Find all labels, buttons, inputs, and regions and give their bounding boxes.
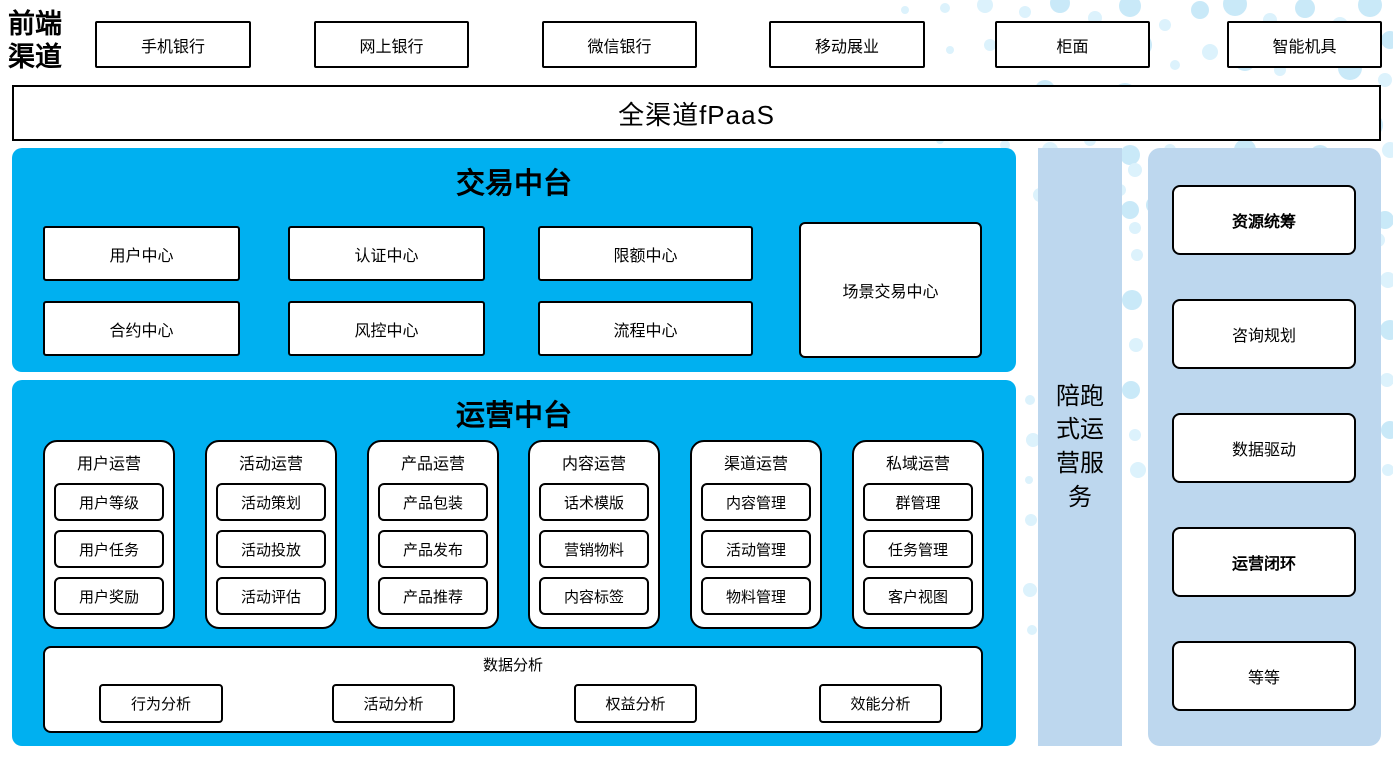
fpaas-label: 全渠道fPaaS [618, 99, 775, 130]
service-label: 数据驱动 [1231, 442, 1296, 459]
service-label: 等等 [1247, 670, 1280, 687]
group-item: 营销物料 [539, 530, 649, 568]
group-item: 活动管理 [701, 530, 811, 568]
service-items-panel: 资源统筹 咨询规划 数据驱动 运营闭环 等等 [1148, 148, 1381, 746]
group-item: 话术模版 [539, 483, 649, 521]
center-label: 风控中心 [354, 322, 419, 340]
group-title: 活动运营 [238, 456, 303, 473]
group-item: 产品发布 [378, 530, 488, 568]
channel-box-online-banking: 网上银行 [314, 21, 469, 68]
group-item: 用户等级 [54, 483, 164, 521]
group-item: 用户奖励 [54, 577, 164, 615]
channel-box-mobile-banking: 手机银行 [95, 21, 251, 68]
group-item: 物料管理 [701, 577, 811, 615]
channel-label: 网上银行 [359, 38, 424, 56]
center-box-process: 流程中心 [538, 301, 753, 356]
trade-platform-title: 交易中台 [455, 168, 572, 200]
operation-platform-panel: 运营中台 用户运营 用户等级 用户任务 用户奖励 活动运营 活动策划 活动投放 … [12, 380, 1016, 746]
center-box-contract: 合约中心 [43, 301, 240, 356]
group-item: 活动评估 [216, 577, 326, 615]
group-title: 用户运营 [76, 456, 141, 473]
group-item: 产品推荐 [378, 577, 488, 615]
center-box-limit: 限额中心 [538, 226, 753, 281]
group-item: 用户任务 [54, 530, 164, 568]
center-box-auth: 认证中心 [288, 226, 485, 281]
channel-label: 智能机具 [1272, 38, 1337, 56]
channel-label: 手机银行 [140, 38, 205, 56]
analysis-label: 权益分析 [605, 696, 666, 713]
group-item: 活动投放 [216, 530, 326, 568]
service-box-etc: 等等 [1172, 641, 1356, 711]
group-channel-operation: 渠道运营 内容管理 活动管理 物料管理 [690, 440, 822, 629]
service-label: 资源统筹 [1231, 214, 1296, 231]
operation-platform-title: 运营中台 [455, 400, 572, 432]
service-box-closed-loop: 运营闭环 [1172, 527, 1356, 597]
group-item: 群管理 [863, 483, 973, 521]
group-item: 任务管理 [863, 530, 973, 568]
analysis-box-activity: 活动分析 [332, 684, 455, 723]
group-product-operation: 产品运营 产品包装 产品发布 产品推荐 [367, 440, 499, 629]
fpaas-bar: 全渠道fPaaS [12, 85, 1381, 141]
group-item: 活动策划 [216, 483, 326, 521]
group-title: 渠道运营 [723, 456, 788, 473]
group-private-domain-operation: 私域运营 群管理 任务管理 客户视图 [852, 440, 984, 629]
channel-label: 柜面 [1056, 38, 1089, 56]
trade-platform-panel: 交易中台 用户中心 认证中心 限额中心 合约中心 风控中心 流程中心 场景交易中… [12, 148, 1016, 372]
analysis-box-behavior: 行为分析 [99, 684, 223, 723]
group-user-operation: 用户运营 用户等级 用户任务 用户奖励 [43, 440, 175, 629]
data-analysis-title: 数据分析 [482, 657, 543, 674]
analysis-label: 行为分析 [130, 696, 191, 713]
service-label: 运营闭环 [1231, 556, 1296, 573]
group-item: 客户视图 [863, 577, 973, 615]
group-item: 内容管理 [701, 483, 811, 521]
center-label: 场景交易中心 [842, 284, 939, 301]
center-box-risk: 风控中心 [288, 301, 485, 356]
channel-box-wechat-banking: 微信银行 [542, 21, 697, 68]
data-analysis-bar: 数据分析 行为分析 活动分析 权益分析 效能分析 [43, 646, 983, 733]
channel-label: 移动展业 [814, 38, 879, 56]
center-box-scene-trade: 场景交易中心 [799, 222, 982, 358]
channel-box-mobile-sales: 移动展业 [769, 21, 925, 68]
service-box-consulting: 咨询规划 [1172, 299, 1356, 369]
group-title: 内容运营 [561, 456, 626, 473]
analysis-label: 效能分析 [850, 696, 911, 713]
analysis-box-efficiency: 效能分析 [819, 684, 942, 723]
group-content-operation: 内容运营 话术模版 营销物料 内容标签 [528, 440, 660, 629]
channel-box-counter: 柜面 [995, 21, 1150, 68]
group-activity-operation: 活动运营 活动策划 活动投放 活动评估 [205, 440, 337, 629]
companion-service-bar: 陪跑式运营服务 [1038, 148, 1122, 746]
group-title: 私域运营 [885, 456, 950, 473]
group-item: 内容标签 [539, 577, 649, 615]
center-label: 用户中心 [109, 247, 174, 265]
center-box-user: 用户中心 [43, 226, 240, 281]
service-label: 咨询规划 [1231, 328, 1296, 345]
center-label: 限额中心 [613, 247, 678, 265]
group-item: 产品包装 [378, 483, 488, 521]
analysis-label: 活动分析 [363, 696, 424, 713]
center-label: 认证中心 [354, 247, 419, 265]
analysis-box-benefit: 权益分析 [574, 684, 697, 723]
group-title: 产品运营 [400, 456, 465, 473]
center-label: 合约中心 [109, 322, 174, 340]
front-channel-label: 前端渠道 [8, 9, 62, 72]
center-label: 流程中心 [613, 322, 678, 340]
channel-label: 微信银行 [587, 38, 652, 56]
service-box-resource-planning: 资源统筹 [1172, 185, 1356, 255]
companion-service-label: 陪跑式运营服务 [1056, 382, 1104, 511]
service-box-data-driven: 数据驱动 [1172, 413, 1356, 483]
channel-box-smart-machines: 智能机具 [1227, 21, 1382, 68]
